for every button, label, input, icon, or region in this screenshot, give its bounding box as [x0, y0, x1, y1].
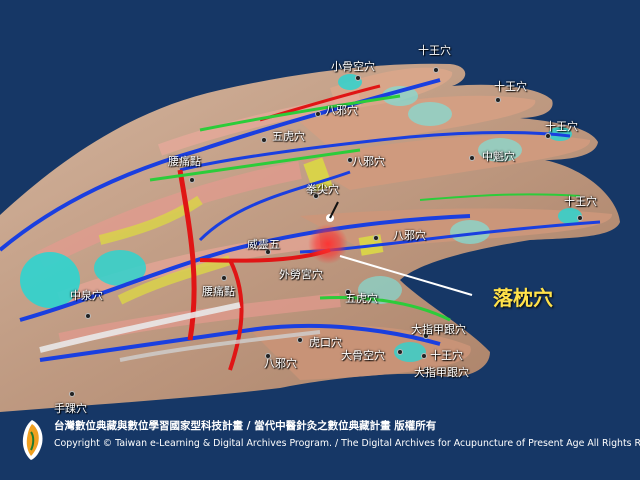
label-bafeng-3: 八邪穴 [393, 229, 426, 242]
label-wailaogong: 外勞宮穴 [279, 268, 323, 281]
label-bafeng-1: 八邪穴 [325, 104, 358, 117]
label-bafeng-4: 八邪穴 [264, 357, 297, 370]
footer-copyright: Copyright © Taiwan e-Learning & Digital … [54, 438, 640, 449]
taiwan-logo-icon [22, 420, 43, 460]
label-quanjian: 拳尖穴 [306, 183, 339, 196]
label-weilingwu: 威靈五 [247, 238, 280, 251]
footer-title: 台灣數位典藏與數位學習國家型科技計畫 / 當代中醫針灸之數位典藏計畫 版權所有 [54, 420, 437, 432]
label-shiwang-1: 十王穴 [418, 44, 451, 57]
label-shiwang-4: 十王穴 [564, 195, 597, 208]
label-hukou: 虎口穴 [309, 336, 342, 349]
label-xiaogukong: 小骨空穴 [331, 60, 375, 73]
label-yaotongdian-2: 腰痛點 [202, 285, 235, 298]
label-zhongkui: 中魁穴 [482, 150, 515, 163]
label-yaotongdian-1: 腰痛點 [168, 155, 201, 168]
label-wuhu-2: 五虎穴 [345, 292, 378, 305]
label-shiwang-2: 十王穴 [494, 80, 527, 93]
label-bafeng-2: 八邪穴 [352, 155, 385, 168]
label-wuhu-1: 五虎穴 [272, 130, 305, 143]
label-dagukong: 大骨空穴 [341, 349, 385, 362]
label-shiwang-3: 十王穴 [545, 120, 578, 133]
label-dazhijiagen-1: 大指甲跟穴 [411, 323, 466, 336]
label-shiwang-5: 十王穴 [430, 349, 463, 362]
label-dazhijiagen-2: 大指甲跟穴 [414, 366, 469, 379]
label-zhongquan: 中泉穴 [70, 289, 103, 302]
label-shouhuai: 手踝穴 [54, 402, 87, 415]
label-featured-luozhen: 落枕穴 [493, 286, 553, 310]
